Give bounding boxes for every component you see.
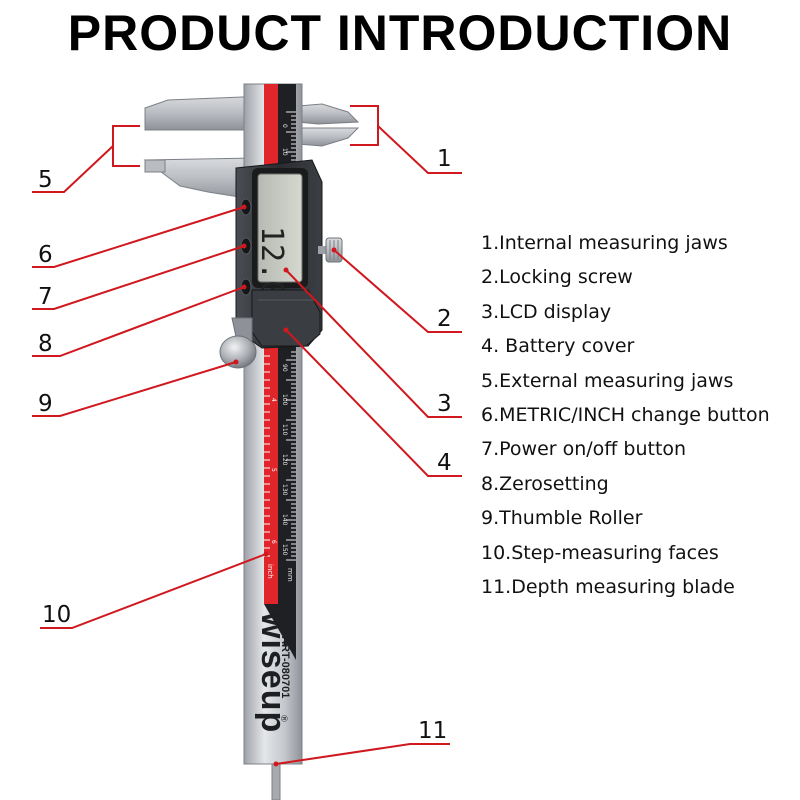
legend-item: 11.Depth measuring blade: [481, 573, 770, 607]
mm-scale-label: 130: [281, 484, 288, 496]
battery-cover: [252, 290, 320, 346]
legend-item: 6.METRIC/INCH change button: [481, 401, 770, 435]
callout-9: 9: [38, 391, 53, 417]
callout-3: 3: [437, 391, 452, 417]
callout-7: 7: [38, 284, 53, 310]
legend-item: 4. Battery cover: [481, 332, 770, 366]
leader-9: [32, 362, 236, 416]
mm-scale-label: 140: [281, 514, 288, 526]
leader-6: [32, 207, 244, 267]
callout-4: 4: [437, 450, 452, 476]
mm-scale-label: 120: [281, 454, 288, 466]
mm-scale-label: 90: [281, 364, 288, 372]
inch-unit-label: inch: [266, 564, 274, 579]
mm-scale-label: 150: [281, 544, 288, 556]
mm-scale-label: 0: [281, 124, 288, 128]
callout-1: 1: [437, 146, 452, 172]
callout-11: 11: [418, 718, 447, 744]
legend-item: 1.Internal measuring jaws: [481, 229, 770, 263]
mm-unit-label: mm: [286, 568, 294, 582]
callout-10: 10: [42, 602, 71, 628]
mm-scale-label: 10: [281, 148, 288, 156]
legend-item: 7.Power on/off button: [481, 435, 770, 469]
inch-scale-label: 4: [270, 398, 277, 402]
legend-item: 3.LCD display: [481, 298, 770, 332]
inch-scale-label: 6: [270, 540, 277, 544]
mm-scale-label: 100: [281, 394, 288, 406]
callout-8: 8: [38, 331, 53, 357]
depth-blade: [272, 764, 280, 800]
leader-8: [32, 287, 244, 356]
callout-6: 6: [38, 242, 53, 268]
brand-print: wiseup ART-080701 ®: [254, 611, 292, 733]
callout-2: 2: [437, 306, 452, 332]
legend-item: 5.External measuring jaws: [481, 367, 770, 401]
inch-scale-label: 5: [270, 468, 277, 472]
callout-5: 5: [38, 167, 53, 193]
mm-scale-label: 110: [281, 424, 288, 436]
parts-legend: 1.Internal measuring jaws 2.Locking scre…: [481, 229, 770, 607]
brand-model: ART-080701: [279, 636, 291, 698]
leader-10: [40, 554, 266, 628]
legend-item: 9.Thumble Roller: [481, 504, 770, 538]
legend-item: 2.Locking screw: [481, 263, 770, 297]
registered-mark: ®: [278, 714, 288, 723]
leader-4: [286, 330, 462, 476]
legend-item: 10.Step-measuring faces: [481, 539, 770, 573]
legend-item: 8.Zerosetting: [481, 470, 770, 504]
